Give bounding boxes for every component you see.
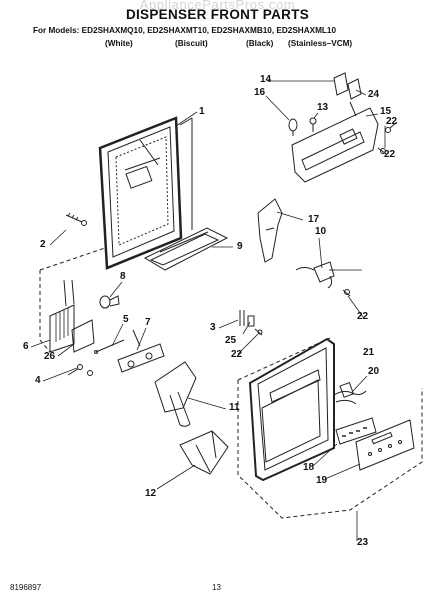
callout-13: 13 <box>317 102 329 113</box>
callout-17: 17 <box>308 214 320 225</box>
part-12-funnel <box>179 430 229 475</box>
assembly-outline-lower <box>237 337 423 519</box>
callout-26: 26 <box>44 351 56 362</box>
callout-22-right: 22 <box>357 311 369 322</box>
part-3-clip <box>239 310 245 326</box>
callout-12: 12 <box>145 488 157 499</box>
callout-25: 25 <box>225 335 237 346</box>
callout-3: 3 <box>210 322 216 333</box>
part-20-harness <box>333 381 367 405</box>
callout-5: 5 <box>123 314 129 325</box>
callout-10: 10 <box>315 226 327 237</box>
part-21-front-panel <box>248 337 335 482</box>
callout-8: 8 <box>120 271 126 282</box>
part-10-switch <box>295 261 335 289</box>
part-4-screws <box>67 364 93 376</box>
document-number: 8196897 <box>10 583 42 592</box>
part-18-control-board <box>335 417 377 445</box>
callout-4: 4 <box>35 375 41 386</box>
callout-11: 11 <box>229 402 240 413</box>
callout-18: 18 <box>303 462 315 473</box>
page-title: DISPENSER FRONT PARTS <box>125 7 310 22</box>
finish-stainless: (Stainless–VCM) <box>288 39 353 48</box>
part-24-clip <box>347 78 362 100</box>
part-2-screw <box>65 212 87 226</box>
leader-lines <box>30 80 386 541</box>
callout-7: 7 <box>145 317 151 328</box>
callout-22-upper: 22 <box>386 116 398 127</box>
callout-14: 14 <box>260 74 272 85</box>
part-14-clip <box>333 72 349 96</box>
part-25-clip <box>247 315 255 327</box>
callout-21: 21 <box>363 347 375 358</box>
part-15-bracket <box>291 101 379 183</box>
callout-22-side: 22 <box>384 149 396 160</box>
finish-biscuit: (Biscuit) <box>175 39 208 48</box>
callout-24: 24 <box>368 89 380 100</box>
part-5-rod <box>94 339 125 354</box>
finish-black: (Black) <box>246 39 274 48</box>
part-11-lever <box>154 361 197 427</box>
callout-6: 6 <box>23 341 29 352</box>
part-19-overlay <box>355 419 415 471</box>
part-6-actuator <box>49 279 75 353</box>
part-7-bracket <box>117 329 165 373</box>
callout-9: 9 <box>237 241 243 252</box>
page-number: 13 <box>212 583 221 592</box>
models-line: For Models: ED2SHAXMQ10, ED2SHAXMT10, ED… <box>33 26 337 35</box>
finish-white: (White) <box>105 39 133 48</box>
callout-23: 23 <box>357 537 369 548</box>
callout-19: 19 <box>316 475 328 486</box>
watermark: AppliancePartsPros.com <box>139 0 296 12</box>
callout-16: 16 <box>254 87 266 98</box>
callout-15: 15 <box>380 106 392 117</box>
part-26-pad <box>71 319 95 353</box>
part-1-housing-frame <box>98 116 193 270</box>
part-8-knob <box>99 295 120 309</box>
callout-22-lower: 22 <box>231 349 243 360</box>
callout-2: 2 <box>40 239 46 250</box>
callout-20: 20 <box>368 366 380 377</box>
assembly-outline-left <box>39 247 106 353</box>
part-9-drip-tray <box>143 227 229 271</box>
part-13-screw <box>309 117 317 132</box>
part-17-lever-arm <box>257 198 283 263</box>
part-22-screws <box>254 121 398 336</box>
part-16-bulb <box>288 118 298 136</box>
callout-1: 1 <box>199 106 205 117</box>
